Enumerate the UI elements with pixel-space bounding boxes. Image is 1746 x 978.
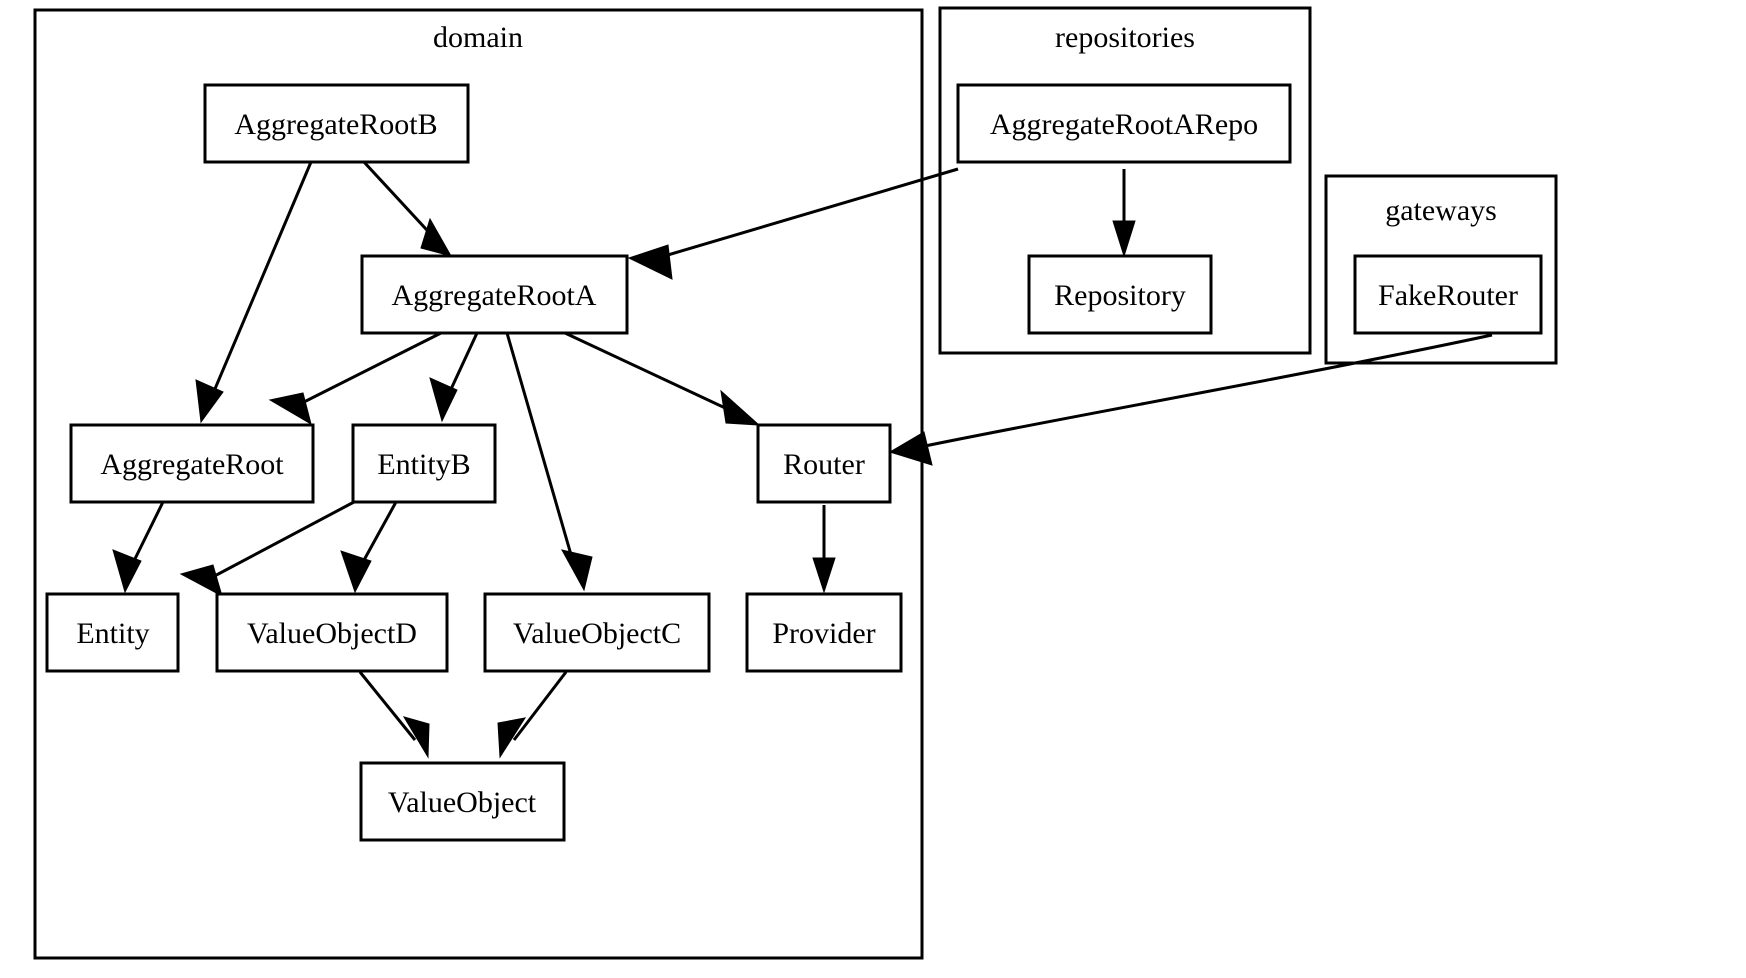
edge-entityb-entity (179, 500, 355, 598)
edge-aggregaterootarepo-aggregateroota (627, 167, 959, 280)
node-aggregateroot[interactable]: AggregateRoot (69, 423, 315, 504)
node-aggregateroot-label: AggregateRoot (100, 448, 284, 481)
edge-valueobjectc-valueobject (497, 671, 568, 759)
node-valueobjectd-rect[interactable] (215, 592, 449, 673)
cluster-domain-label: domain (433, 21, 523, 54)
node-aggregateroota[interactable]: AggregateRootA (360, 254, 629, 335)
node-entityb-rect[interactable] (351, 423, 497, 504)
node-router-rect[interactable] (756, 423, 892, 504)
node-repository-label: Repository (1054, 279, 1186, 312)
cluster-repositories-label: repositories (1055, 21, 1195, 54)
edge-aggregateroota-valueobjectc (505, 332, 593, 592)
node-entity-label: Entity (76, 617, 149, 650)
node-valueobject-rect[interactable] (359, 761, 566, 842)
node-aggregateroota-label: AggregateRootA (392, 279, 597, 312)
node-valueobjectc-rect[interactable] (483, 592, 711, 673)
node-router-label: Router (783, 448, 865, 481)
edge-valueobjectd-valueobject (358, 671, 430, 759)
node-aggregateroot-rect[interactable] (69, 423, 315, 504)
node-entity[interactable]: Entity (45, 592, 180, 673)
node-valueobjectd[interactable]: ValueObjectD (215, 592, 449, 673)
node-aggregaterootarepo[interactable]: AggregateRootARepo (956, 83, 1292, 164)
node-entityb[interactable]: EntityB (351, 423, 497, 504)
cluster-gateways-label: gateways (1385, 194, 1497, 227)
node-entityb-label: EntityB (377, 448, 470, 481)
node-aggregaterootb-label: AggregateRootB (234, 108, 437, 141)
node-aggregaterootarepo-rect[interactable] (956, 83, 1292, 164)
edge-aggregaterootb-aggregateroot (195, 161, 313, 424)
node-valueobjectc-label: ValueObjectC (513, 617, 681, 650)
node-router[interactable]: Router (756, 423, 892, 504)
node-valueobject-label: ValueObject (388, 786, 537, 819)
edge-aggregateroota-router (564, 331, 761, 426)
edge-fakerouter-router (888, 333, 1493, 466)
node-aggregaterootarepo-label: AggregateRootARepo (990, 108, 1258, 141)
node-repository[interactable]: Repository (1027, 254, 1213, 335)
node-provider-label: Provider (772, 617, 875, 650)
edge-aggregateroot-entity (112, 501, 165, 594)
node-valueobjectc[interactable]: ValueObjectC (483, 592, 711, 673)
node-valueobjectd-label: ValueObjectD (247, 617, 417, 650)
node-entity-rect[interactable] (45, 592, 180, 673)
node-fakerouter-rect[interactable] (1353, 254, 1543, 335)
node-provider-rect[interactable] (745, 592, 903, 673)
edge-router-provider (812, 505, 836, 594)
edge-aggregaterootarepo-repository (1112, 169, 1136, 258)
node-aggregaterootb[interactable]: AggregateRootB (203, 83, 470, 164)
edge-aggregaterootb-aggregateroota (362, 160, 453, 257)
edge-entityb-valueobjectd (340, 501, 398, 594)
node-valueobject[interactable]: ValueObject (359, 761, 566, 842)
edge-aggregateroota-entityb (429, 332, 479, 423)
node-fakerouter-label: FakeRouter (1378, 279, 1518, 312)
node-repository-rect[interactable] (1027, 254, 1213, 335)
node-aggregaterootb-rect[interactable] (203, 83, 470, 164)
edge-aggregateroota-aggregateroot (268, 331, 442, 426)
node-provider[interactable]: Provider (745, 592, 903, 673)
node-fakerouter[interactable]: FakeRouter (1353, 254, 1543, 335)
node-aggregateroota-rect[interactable] (360, 254, 629, 335)
